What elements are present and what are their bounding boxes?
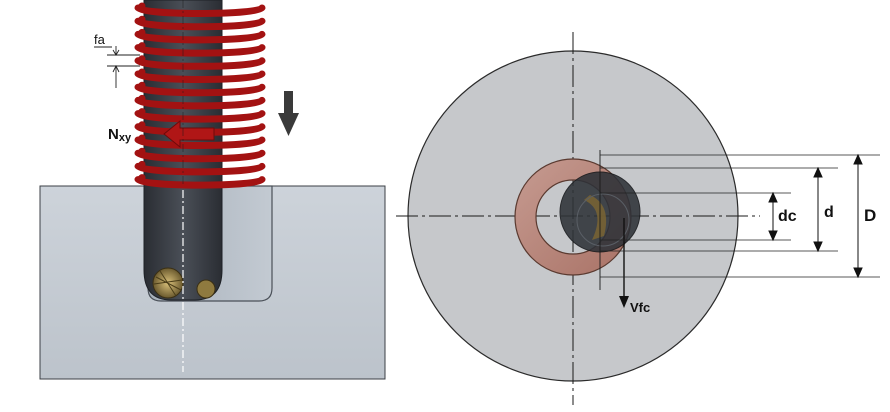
helix-coil-end — [136, 68, 146, 78]
helical-tool-path — [134, 2, 266, 189]
helix-coil-end — [136, 2, 146, 12]
top-view: Vfc dc d D — [396, 32, 880, 405]
helix-coil — [134, 162, 266, 176]
helix-coil — [134, 17, 266, 31]
helix-coil-end — [136, 28, 146, 38]
D-dimension — [853, 153, 863, 279]
helix-coil-end — [136, 15, 146, 25]
helix-coil-end — [136, 134, 146, 144]
helix-coil — [134, 96, 266, 110]
tool-center-circle — [576, 193, 630, 247]
helix-coil — [134, 30, 266, 44]
nxy-arrow-icon — [163, 119, 215, 149]
fa-label: fa — [94, 32, 106, 47]
helix-coil — [134, 149, 266, 163]
helix-coil-end — [136, 121, 146, 131]
cutting-insert — [152, 267, 216, 299]
helix-coil — [134, 110, 266, 123]
helix-coil-end — [136, 108, 146, 118]
extension-lines — [600, 154, 880, 278]
helix-coil-end — [136, 81, 146, 91]
side-view: fa Nxy — [39, 0, 386, 380]
helix-coil — [134, 4, 266, 17]
D-label: D — [864, 206, 876, 225]
vfc-arrow-icon — [619, 218, 629, 308]
fa-dimension — [94, 46, 140, 88]
helix-coil-end — [136, 42, 146, 52]
helix-coil — [134, 70, 266, 83]
dc-dimension — [768, 191, 778, 242]
d-dimension — [813, 166, 823, 253]
helix-coil-end — [136, 174, 146, 184]
tool-flute — [584, 195, 607, 240]
helix-coil — [134, 83, 266, 97]
nxy-label: Nxy — [108, 126, 132, 144]
helix-coil-end — [136, 147, 146, 157]
down-arrow-icon — [278, 91, 299, 136]
helix-coil-end — [136, 55, 146, 65]
helix-coil — [134, 57, 266, 70]
helix-coil-end — [136, 94, 146, 104]
helix-coil — [134, 176, 266, 189]
vfc-label: Vfc — [630, 300, 650, 315]
dc-label: dc — [778, 208, 797, 225]
d-label: d — [824, 204, 834, 221]
helix-coil — [134, 44, 266, 57]
helix-coil — [134, 136, 266, 149]
helix-coil-end — [136, 160, 146, 170]
